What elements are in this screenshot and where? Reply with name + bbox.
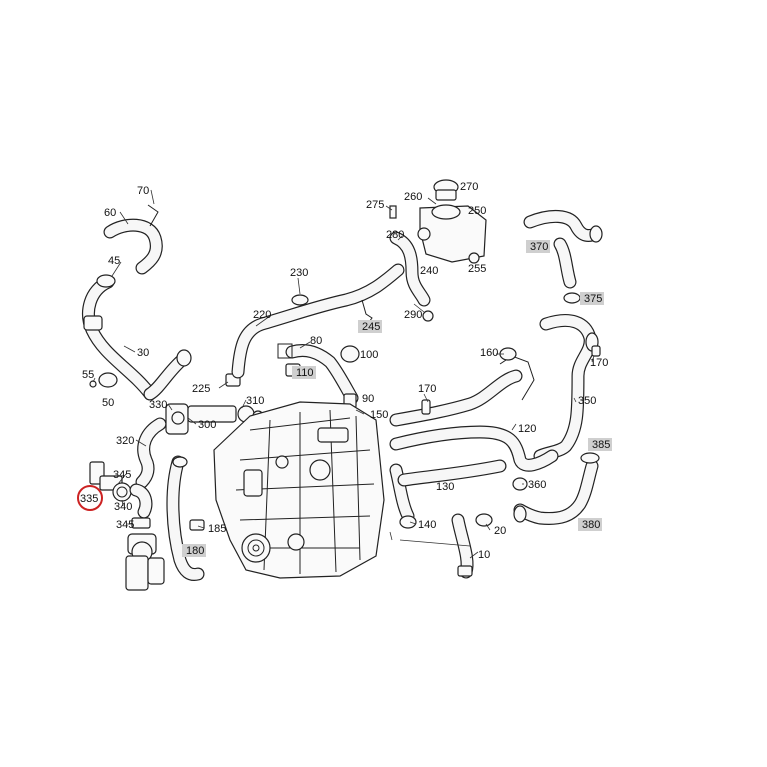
- callout-350: 350: [578, 395, 596, 407]
- callout-170-right: 170: [590, 357, 608, 369]
- callout-345-lower: 345: [116, 519, 134, 531]
- callout-box-110: [292, 366, 316, 379]
- callout-270: 270: [460, 181, 478, 193]
- clamp-50-55: [89, 372, 118, 388]
- callout-360: 360: [528, 479, 546, 491]
- expansion-tank-250: [389, 179, 487, 322]
- callout-280: 280: [386, 229, 404, 241]
- callout-150: 150: [370, 409, 388, 421]
- hose-130: [389, 459, 507, 529]
- callout-10: 10: [478, 549, 490, 561]
- callout-labels: 70 60 45 30 55 50 330 300 225 310 320 34…: [77, 181, 612, 561]
- callout-340: 340: [114, 501, 132, 513]
- callout-370: 370: [530, 241, 548, 253]
- callout-100: 100: [360, 349, 378, 361]
- callout-55: 55: [82, 369, 94, 381]
- pipe-220: [231, 263, 405, 379]
- highlight-ring-335: [77, 485, 103, 511]
- callout-90: 90: [362, 393, 374, 405]
- callout-50: 50: [102, 397, 114, 409]
- callout-160: 160: [480, 347, 498, 359]
- callout-345-upper: 345: [113, 469, 131, 481]
- callout-385: 385: [592, 439, 610, 451]
- hose-150-160: [389, 347, 559, 472]
- callout-275: 275: [366, 199, 384, 211]
- callout-box-245: [358, 320, 382, 333]
- callout-260: 260: [404, 191, 422, 203]
- callout-30: 30: [137, 347, 149, 359]
- callout-320: 320: [116, 435, 134, 447]
- callout-45: 45: [108, 255, 120, 267]
- leader-lines: [92, 189, 595, 559]
- hose-10: [451, 513, 493, 579]
- callout-box-370: [526, 240, 550, 253]
- callout-130: 130: [436, 481, 454, 493]
- callout-290: 290: [404, 309, 422, 321]
- callout-300: 300: [198, 419, 216, 431]
- callout-box-180: [182, 544, 206, 557]
- callout-120: 120: [518, 423, 536, 435]
- hose-320: [135, 417, 167, 489]
- callout-380: 380: [582, 519, 600, 531]
- callout-245: 245: [362, 321, 380, 333]
- callout-225: 225: [192, 383, 210, 395]
- callout-170-left: 170: [418, 383, 436, 395]
- hose-380: [512, 452, 600, 525]
- callout-240: 240: [420, 265, 438, 277]
- callout-20: 20: [494, 525, 506, 537]
- hose-80-110: [277, 343, 360, 409]
- callout-185: 185: [208, 523, 226, 535]
- engine-block: [213, 401, 385, 579]
- callout-310: 310: [246, 395, 264, 407]
- callout-180: 180: [186, 545, 204, 557]
- callout-250: 250: [468, 205, 486, 217]
- hose-45-30: [82, 274, 192, 401]
- callout-335: 335: [80, 493, 98, 505]
- thermostat-335-340: [89, 461, 153, 529]
- callout-box-380: [578, 518, 602, 531]
- callout-box-385: [588, 438, 612, 451]
- callout-110: 110: [296, 367, 314, 379]
- callout-375: 375: [584, 293, 602, 305]
- hose-60: [103, 204, 163, 275]
- callout-230: 230: [290, 267, 308, 279]
- hose-180-185: [166, 455, 205, 581]
- callout-220: 220: [253, 309, 271, 321]
- hose-350: [533, 314, 601, 463]
- callout-80: 80: [310, 335, 322, 347]
- callout-255: 255: [468, 263, 486, 275]
- callout-140: 140: [418, 519, 436, 531]
- callout-box-375: [580, 292, 604, 305]
- callout-70: 70: [137, 185, 149, 197]
- callout-330: 330: [149, 399, 167, 411]
- callout-60: 60: [104, 207, 116, 219]
- pipe-assembly-bottom: [125, 533, 165, 591]
- hose-370: [523, 210, 603, 304]
